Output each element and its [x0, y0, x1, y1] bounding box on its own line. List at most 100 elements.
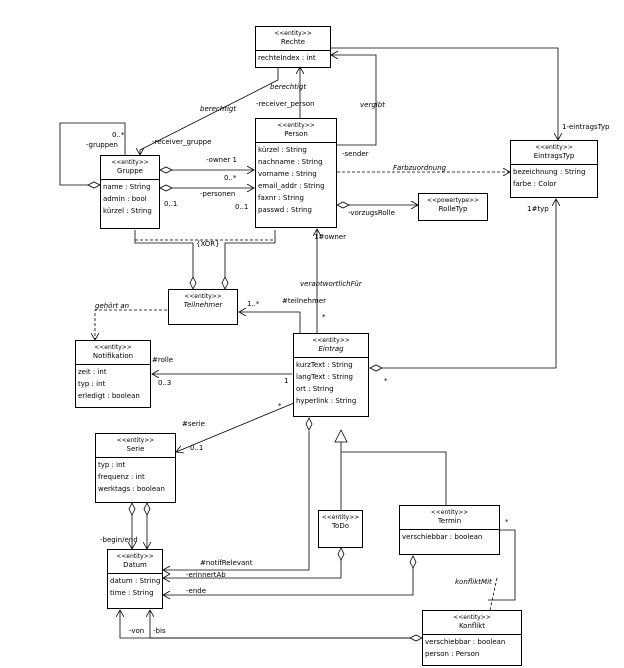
- rechte-eintragstyp-line: [331, 47, 558, 140]
- label-mult: 0..*: [224, 174, 237, 182]
- label-receiver-gruppe: -receiver_gruppe: [152, 138, 212, 146]
- attribute: email_addr : String: [258, 182, 325, 190]
- attribute: name : String: [103, 183, 151, 191]
- attribute: datum : String: [110, 577, 161, 585]
- label-berechtigt: berechtigt: [270, 83, 307, 91]
- label-konfliktmit: konfliktMit: [455, 578, 492, 586]
- label-verantwortlich: verantwortlichFür: [300, 280, 362, 288]
- label-mult: 1: [284, 377, 289, 385]
- class-name: Rechte: [280, 38, 306, 46]
- stereotype: <<entity>>: [116, 553, 154, 560]
- class-name: Gruppe: [117, 167, 143, 175]
- attribute: rechteIndex : int: [258, 54, 316, 62]
- label-mult: 0..1: [164, 200, 178, 208]
- konfliktmit-line: [488, 529, 516, 601]
- eintrag-typ-line: [370, 199, 556, 369]
- stereotype: <<entity>>: [277, 122, 315, 129]
- eintrag-serie-line: [176, 402, 295, 452]
- label-erinnert-ab: -erinnertAb: [186, 571, 226, 579]
- class-name: Serie: [126, 445, 145, 453]
- attribute: time : String: [110, 589, 154, 597]
- attribute: farbe : Color: [513, 180, 557, 188]
- class-rolletyp[interactable]: <<powertype>>RolleTyp: [418, 193, 488, 221]
- stereotype: <<entity>>: [111, 159, 149, 166]
- attribute: hyperlink : String: [296, 397, 357, 405]
- class-name: ToDo: [331, 522, 350, 530]
- class-name: Teilnehmer: [183, 301, 223, 309]
- generalization-triangle: [334, 429, 348, 443]
- label-mult: *: [384, 377, 388, 385]
- label-bis: -bis: [153, 627, 166, 635]
- class-name: RolleTyp: [438, 205, 468, 213]
- stereotype: <<entity>>: [430, 509, 469, 516]
- label-mult: *: [505, 518, 509, 526]
- attribute: typ : int: [98, 461, 126, 469]
- rechte-gruppe-line: [140, 67, 279, 155]
- class-gruppe[interactable]: <<entity>>Gruppe name : String admin : b…: [100, 155, 160, 229]
- stereotype: <<entity>>: [94, 344, 132, 351]
- class-name: EintragsTyp: [533, 152, 575, 160]
- label-owner-hash: 1#owner: [314, 233, 346, 241]
- attribute: erledigt : boolean: [78, 392, 140, 400]
- attribute: kürzel : String: [258, 146, 307, 154]
- stereotype: <<entity>>: [312, 337, 350, 344]
- attribute: bezeichnung : String: [513, 168, 586, 176]
- label-berechtigt: berechtigt: [200, 105, 237, 113]
- class-konflikt[interactable]: <<entity>>Konflikt verschiebbar : boolea…: [422, 610, 522, 666]
- class-notifikation[interactable]: <<entity>>Notifikation zeit : int typ : …: [75, 340, 151, 408]
- attribute: verschiebbar : boolean: [402, 533, 483, 541]
- attribute: typ : int: [78, 380, 106, 388]
- gruppen-diamond: [87, 181, 101, 189]
- stereotype: <<entity>>: [116, 437, 155, 444]
- label-xor: {XOR}: [196, 240, 220, 248]
- label-gruppen: -gruppen: [86, 141, 118, 149]
- class-todo[interactable]: <<entity>>ToDo: [318, 510, 363, 548]
- attribute: werktags : boolean: [98, 485, 165, 493]
- class-datum[interactable]: <<entity>>Datum datum : String time : St…: [107, 549, 163, 609]
- stereotype: <<entity>>: [184, 293, 222, 300]
- label-ende: -ende: [186, 587, 207, 595]
- class-eintragstyp[interactable]: <<entity>>EintragsTyp bezeichnung : Stri…: [510, 140, 598, 198]
- label-personen: -personen: [200, 190, 236, 198]
- attribute: passwd : String: [258, 206, 312, 214]
- class-eintrag[interactable]: <<entity>>Eintrag kurzText : String lang…: [293, 333, 369, 417]
- label-gehoert-an: gehört an: [95, 302, 130, 310]
- label-notif-relevant: #notifRelevant: [200, 559, 253, 567]
- attribute: admin : bool: [103, 195, 147, 203]
- class-name: Termin: [437, 517, 462, 525]
- label-sender: -sender: [342, 150, 369, 158]
- label-teilnehmer-role: #teilnehmer: [282, 297, 326, 305]
- stereotype: <<entity>>: [321, 514, 360, 521]
- class-termin[interactable]: <<entity>>Termin verschiebbar : boolean: [399, 505, 500, 555]
- class-name: Konflikt: [458, 622, 486, 630]
- label-mult: 0..*: [112, 131, 125, 139]
- notif-relevant-line: [163, 431, 310, 570]
- stereotype: <<entity>>: [453, 614, 491, 621]
- label-eintragstyp-role: 1-eintragsTyp: [562, 123, 610, 131]
- class-person[interactable]: <<entity>>Person kürzel : String nachnam…: [255, 118, 337, 228]
- label-typ: 1#typ: [527, 205, 549, 213]
- stereotype: <<entity>>: [535, 144, 573, 151]
- class-rechte[interactable]: <<entity>>Rechte rechteIndex : int: [255, 26, 331, 68]
- konflikt-bis-line: [150, 610, 418, 639]
- class-teilnehmer[interactable]: <<entity>>Teilnehmer: [168, 289, 238, 325]
- gehoert-an-line: [95, 309, 167, 340]
- label-mult: *: [322, 313, 326, 321]
- class-name: Person: [284, 130, 308, 138]
- label-mult: 0..1: [190, 444, 204, 452]
- attribute: verschiebbar : boolean: [425, 638, 506, 646]
- label-vergibt: vergibt: [360, 101, 385, 109]
- label-rolle: #rolle: [152, 356, 174, 364]
- attribute: zeit : int: [78, 368, 107, 376]
- label-farbzuordnung: Farbzuordnung: [393, 164, 447, 172]
- label-mult: 1..*: [247, 300, 260, 308]
- label-vorzugsrolle: -vorzugsRolle: [348, 209, 395, 217]
- eintrag-teilnehmer-line: [239, 312, 301, 333]
- label-mult: *: [278, 402, 282, 410]
- attribute: kurzText : String: [296, 361, 353, 369]
- class-serie[interactable]: <<entity>>Serie typ : int frequenz : int…: [95, 433, 176, 503]
- class-name: Datum: [123, 561, 147, 569]
- class-name: Notifikation: [92, 352, 134, 360]
- todo-datum-line: [163, 560, 342, 578]
